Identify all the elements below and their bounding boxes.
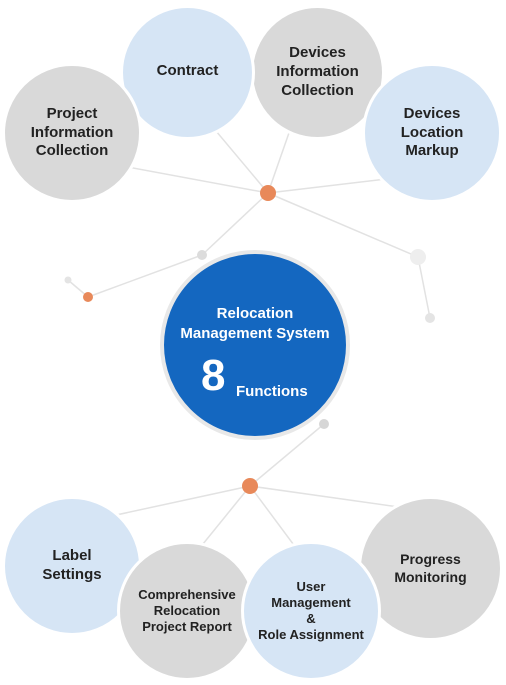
function-label: Contract bbox=[156, 61, 219, 79]
connector-line bbox=[417, 256, 431, 319]
functions-count: 8 bbox=[201, 351, 226, 400]
function-label: Project Information Collection bbox=[30, 104, 114, 160]
hub-node-bottom bbox=[242, 478, 258, 494]
function-project-information-collection: Project Information Collection bbox=[2, 63, 142, 203]
hub-node-top bbox=[260, 185, 276, 201]
function-devices-information-collection: Devices Information Collection bbox=[250, 5, 385, 140]
small-node bbox=[197, 250, 207, 260]
function-label: Progress Monitoring bbox=[394, 551, 467, 585]
function-label: Comprehensive Relocation Project Report bbox=[138, 586, 236, 635]
function-label: User Management & Role Assignment bbox=[258, 578, 364, 643]
connector-line bbox=[267, 192, 419, 258]
small-node bbox=[64, 276, 72, 284]
function-comprehensive-relocation-project-report: Comprehensive Relocation Project Report bbox=[117, 541, 257, 681]
connector-line bbox=[249, 423, 325, 487]
center-title: Relocation Management System bbox=[180, 305, 330, 342]
small-node bbox=[319, 419, 329, 429]
function-label: Label Settings bbox=[42, 547, 102, 583]
small-node bbox=[83, 292, 93, 302]
small-node bbox=[425, 313, 435, 323]
connector-line bbox=[267, 129, 291, 194]
function-label: Devices Location Markup bbox=[400, 104, 464, 160]
function-label-settings: Label Settings bbox=[2, 496, 142, 636]
center-circle: Relocation Management System 8 Functions bbox=[160, 250, 350, 440]
function-devices-location-markup: Devices Location Markup bbox=[362, 63, 502, 203]
function-user-management-role-assignment: User Management & Role Assignment bbox=[241, 541, 381, 681]
function-label: Devices Information Collection bbox=[276, 44, 359, 99]
function-contract: Contract bbox=[120, 5, 255, 140]
connector-line bbox=[201, 192, 269, 256]
small-node bbox=[410, 249, 426, 265]
connector-line bbox=[87, 254, 203, 298]
functions-label: Functions bbox=[236, 383, 308, 400]
